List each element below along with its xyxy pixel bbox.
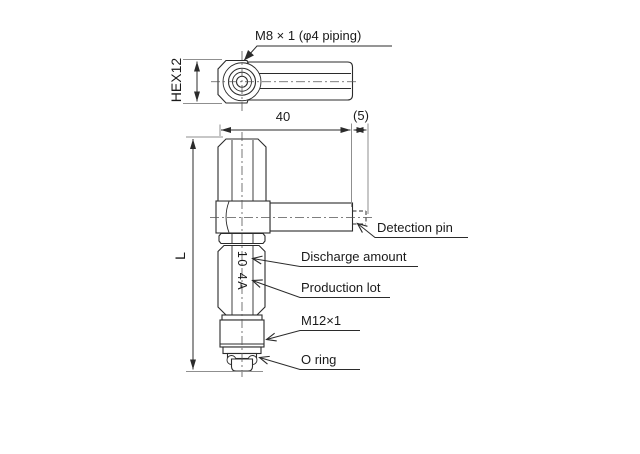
leader-m8-port <box>243 45 392 61</box>
arm-length-dimension-label: 40 <box>275 109 291 124</box>
detection-pin-label: Detection pin <box>377 220 453 235</box>
leader-discharge-amount <box>251 255 418 267</box>
production-lot-label: Production lot <box>301 280 381 295</box>
leader-detection-pin <box>356 222 468 238</box>
top-view-arm-outline <box>247 61 354 101</box>
top-view <box>211 51 359 111</box>
discharge-amount-label: Discharge amount <box>301 249 407 264</box>
front-junction-arc <box>225 201 230 233</box>
front-junction-block <box>215 200 271 234</box>
hex-size-label: HEX12 <box>168 57 184 103</box>
overall-length-label: L <box>172 252 188 260</box>
leader-production-lot <box>251 279 390 298</box>
port-thread-label: M8 × 1 (φ4 piping) <box>255 28 362 43</box>
dimension-lines <box>190 61 367 370</box>
leader-m12-thread <box>265 330 360 342</box>
body-marking-text: 10 4A <box>235 250 249 292</box>
o-ring-label: O ring <box>301 352 337 367</box>
leader-lines <box>243 45 468 370</box>
front-washer <box>222 346 262 355</box>
pin-length-dimension-label: (5) <box>353 108 369 123</box>
leader-o-ring <box>258 355 360 370</box>
front-arm <box>269 202 354 232</box>
mount-thread-label: M12×1 <box>301 313 342 328</box>
extension-lines <box>183 59 369 372</box>
